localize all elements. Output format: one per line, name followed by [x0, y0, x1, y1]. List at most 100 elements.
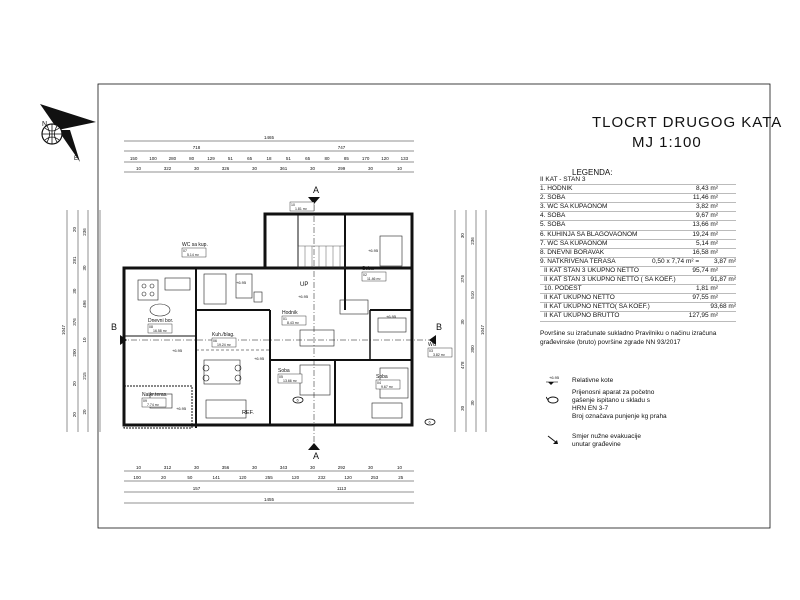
- room-tag-box: [289, 201, 315, 212]
- level-mark: +6.95: [386, 314, 397, 319]
- room-name: Soba: [278, 368, 290, 374]
- dim-top-row3: 326: [222, 166, 230, 171]
- room-area: 11.46 m²: [367, 277, 381, 281]
- compass-west-label: N: [42, 121, 47, 128]
- room-number: 09: [143, 399, 147, 403]
- dim-right-row: 30: [460, 405, 465, 411]
- room-number: 03: [429, 349, 433, 353]
- room-name: Soba: [376, 374, 388, 380]
- dim-top-row3: 30: [252, 166, 258, 171]
- extinguisher-line-3: HRN EN 3-7: [572, 405, 609, 412]
- dim-top-row2: 80: [189, 156, 195, 161]
- room-tag: Natkr.teras.097.74 m²: [141, 392, 168, 408]
- dim-top-row3: 10: [397, 166, 403, 171]
- dim-left-row: 200: [72, 349, 77, 357]
- fire-extinguisher-icon: [424, 418, 436, 426]
- room-area: 8.43 m²: [287, 321, 300, 325]
- dim-left-row: 20: [72, 226, 77, 232]
- drawing-frame: [97, 83, 771, 529]
- dim-top-row2: 51: [286, 156, 292, 161]
- legend-room-label: 3. WC SA KUPAONOM: [540, 203, 608, 211]
- room-tag-box: [141, 397, 167, 408]
- level-mark: +6.95: [172, 348, 183, 353]
- dim-bottom-row2: 255: [265, 475, 273, 480]
- dim-top-row3: 361: [280, 166, 288, 171]
- compass-east-label: E: [74, 156, 78, 162]
- dim-right-row2: 236: [470, 237, 475, 245]
- room-number: 02: [363, 273, 367, 277]
- dim-left-row2: 496: [82, 300, 87, 308]
- room-area: 9.67 m²: [381, 385, 394, 389]
- level-mark: +6.95: [176, 406, 187, 411]
- stair-up-label: UP: [300, 282, 308, 288]
- legend-total-area: 95,74 m²: [692, 266, 718, 274]
- legend-room-area: 11,46 m²: [692, 194, 718, 202]
- room-tag: WC sa kup.075.14 m²: [181, 242, 208, 258]
- legend-room-label: 8. DNEVNI BORAVAK: [540, 248, 605, 256]
- dim-left-row: 281: [72, 256, 77, 264]
- legend-room-area: 5,14 m²: [695, 239, 718, 247]
- dim-bottom-row2: 120: [344, 475, 352, 480]
- dim-right-row: 30: [460, 233, 465, 239]
- dim-left-row: 20: [72, 412, 77, 418]
- legend-room-area: 9,67 m²: [695, 212, 718, 220]
- dim-bottom-row2: 253: [371, 475, 379, 480]
- room-name: WC: [428, 342, 437, 348]
- fire-extinguisher-icon: [545, 392, 560, 410]
- dim-top-row1: 747: [338, 145, 346, 150]
- legend-room-area: 16,58 m²: [692, 248, 718, 256]
- section-b-left: B: [111, 322, 117, 332]
- legend-room-label: 1. HODNIK: [540, 185, 573, 193]
- evacuation-line-2: unutar građevine: [572, 441, 621, 448]
- dim-top-row3: 30: [194, 166, 200, 171]
- dim-left-row2: 236: [82, 228, 87, 236]
- legend-total-label: II KAT UKUPNO BRUTTO: [544, 312, 620, 320]
- room-area: 3.82 m²: [433, 353, 446, 357]
- legend-total-area: 1,81 m²: [695, 285, 718, 293]
- evacuation-arrow-icon: [546, 433, 560, 451]
- room-tag-box: [277, 373, 303, 384]
- furniture: [137, 235, 409, 419]
- room-number: 10: [291, 203, 295, 207]
- room-name: WC sa kup.: [182, 242, 208, 248]
- section-a-bottom: A: [313, 451, 319, 461]
- legend-room-row: 4. SOBA 9,67 m²: [540, 212, 736, 222]
- legend-room-label: 4. SOBA: [540, 212, 566, 220]
- dim-top-row3: 30: [368, 166, 374, 171]
- legend-room-area: 8,43 m²: [695, 185, 718, 193]
- dim-top-row2: 85: [344, 156, 350, 161]
- legend-symbol-evacuation: Smjer nužne evakuacije unutar građevine: [572, 433, 641, 449]
- extinguisher-line-1: Prijenosni aparat za početno: [572, 389, 655, 396]
- legend-total-row: II KAT UKUPNO BRUTTO 127,95 m²: [540, 312, 736, 322]
- room-name: Natkr.teras.: [142, 392, 168, 398]
- legend-subheading: II KAT - STAN 3: [540, 176, 586, 183]
- dim-bottom-row3: 157: [193, 486, 201, 491]
- dim-left-row2: 20: [82, 409, 87, 415]
- level-mark: +6.95: [368, 248, 379, 253]
- dim-right-row2: 510: [470, 291, 475, 299]
- room-area: 16.58 m²: [153, 329, 168, 333]
- room-tag-box: [181, 247, 207, 258]
- room-name: Soba: [362, 266, 374, 272]
- dim-bottom-row1: 343: [280, 465, 288, 470]
- dim-top-row2: 150: [130, 156, 138, 161]
- level-mark: +6.95: [254, 356, 265, 361]
- fire-extinguisher-label: 6: [297, 398, 300, 403]
- legend-room-row: 8. DNEVNI BORAVAK 16,58 m²: [540, 249, 736, 258]
- legend-total-area: 127,95 m²: [688, 312, 718, 320]
- dim-bottom-row2: 120: [239, 475, 247, 480]
- room-area: 19.24 m²: [217, 343, 232, 347]
- dim-top-row2: 120: [381, 156, 389, 161]
- legend-total-label: II KAT STAN 3 UKUPNO NETTO: [544, 266, 639, 274]
- dim-top-row3: 322: [164, 166, 172, 171]
- legend-total-area: 97,55 m²: [692, 294, 718, 302]
- legend-heading: LEGENDA:: [572, 168, 613, 177]
